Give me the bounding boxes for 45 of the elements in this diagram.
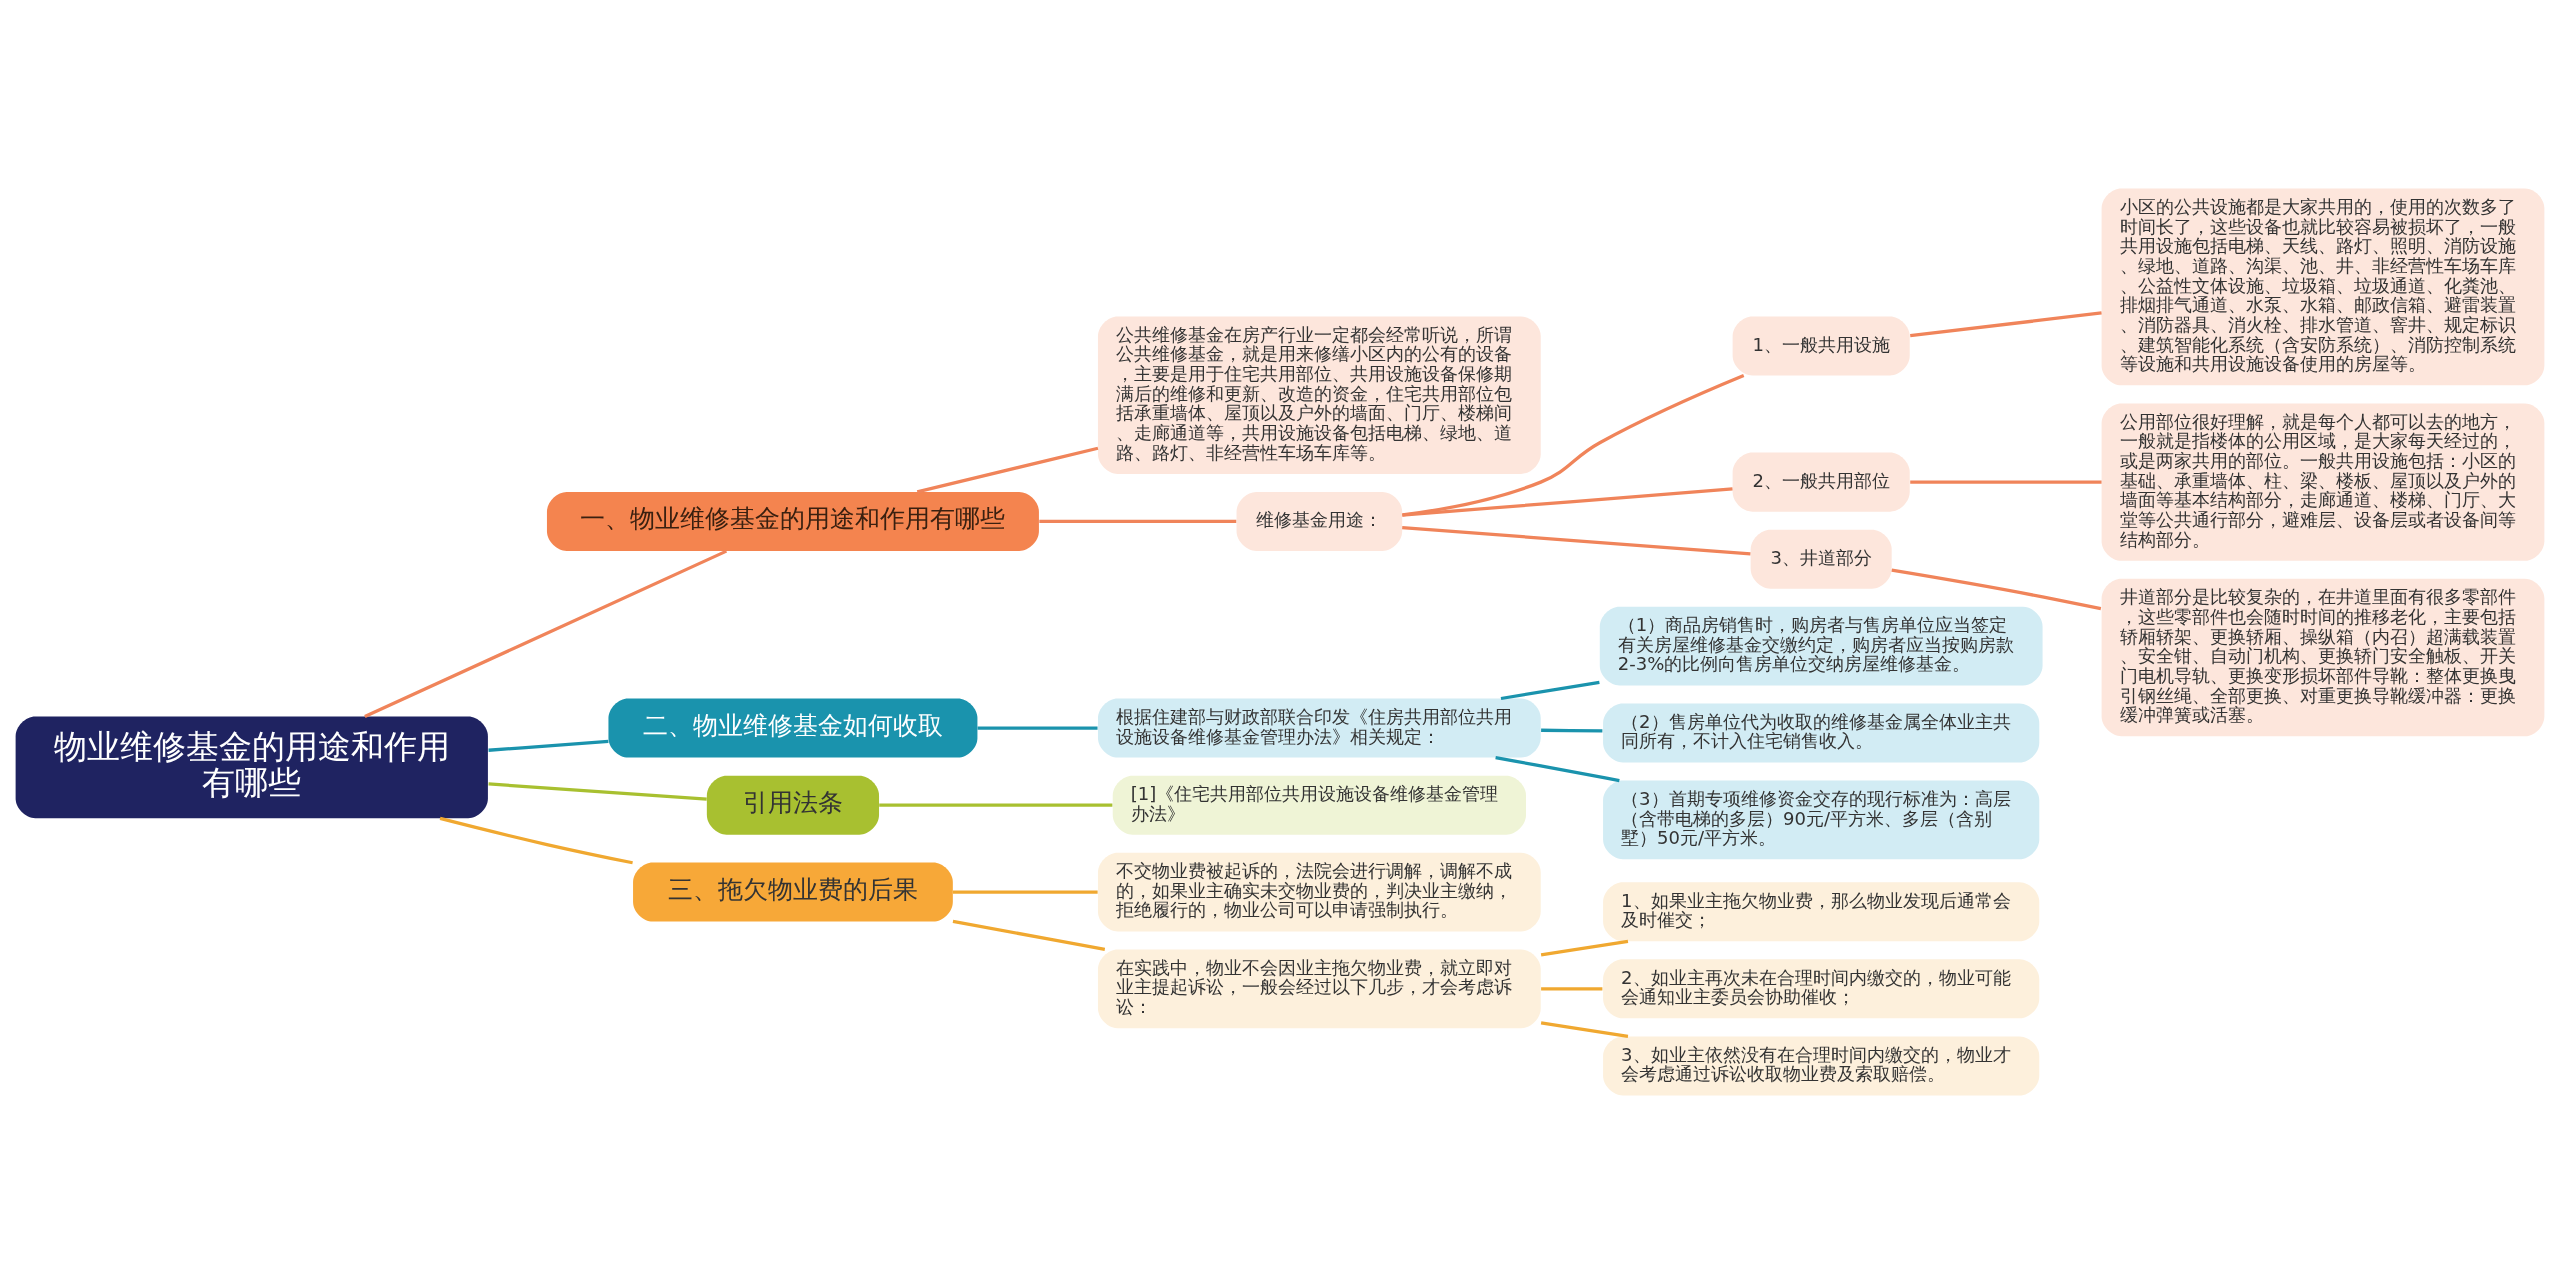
node-box: 引用法条 [706,775,880,835]
connector [1910,311,2102,338]
connector [1495,756,1620,783]
node-box: 不交物业费被起诉的，法院会进行调解，调解不成的，如果业主确实未交物业费的，判决业主缴纳，拒绝履行的，物业公司可以申请强制执行。 [1097,852,1541,932]
node-box: 公共维修基金在房产行业一定都会经常听说，所谓公共维修基金，就是用来修缮小区内的公有的设备，主要是用于住宅共用部位、共用设施设备保修期满后的维修和更新、改造的资金，住宅共用部位包括承重墙体、屋顶以及户外的墙面、门厅、楼梯间、走廊通道等，共用设施设备包括电梯、绿地、道路、路灯、非经营性车场车库等。 [1097,316,1541,474]
connector [1541,728,1603,733]
node-box: 3、如业主依然没有在合理时间内缴交的，物业才会考虑通过诉讼收取物业费及索取赔偿。 [1603,1036,2040,1096]
node-box: 物业维修基金的用途和作用有哪些 [15,716,488,819]
node-box: （3）首期专项维修资金交存的现行标准为：高层（含带电梯的多层）90元/平方米、多层（含别墅）50元/平方米。 [1603,780,2040,860]
node-box: 一、物业维修基金的用途和作用有哪些 [546,491,1039,551]
connector [1402,487,1733,517]
node-box: 2、如业主再次未在合理时间内缴交的，物业可能会通知业主委员会协助催收； [1603,959,2040,1019]
connector [1891,568,2102,611]
connector [1540,939,1629,957]
connector [879,803,1113,807]
node-box: 1、一般共用设施 [1732,316,1910,376]
connector [952,919,1106,952]
connector [1910,480,2102,484]
node-box: 维修基金用途： [1236,491,1403,551]
connector [1500,680,1600,701]
node-box: 2、一般共用部位 [1732,452,1910,512]
node-box: （2）售房单位代为收取的维修基金属全体业主共同所有，不计入住宅销售收入。 [1603,703,2040,763]
connector [1402,374,1745,517]
node-box: 二、物业维修基金如何收取 [608,698,978,758]
node-box: 3、井道部分 [1750,529,1892,589]
node-box: （1）商品房销售时，购房者与售房单位应当签定有关房屋维修基金交缴约定，购房者应当按购房款2-3%的比例向售房单位交纳房屋维修基金。 [1599,606,2043,686]
connector [1540,1021,1629,1038]
node-box: 三、拖欠物业费的后果 [633,862,953,922]
node-box: 根据住建部与财政部联合印发《住房共用部位共用设施设备维修基金管理办法》相关规定： [1097,698,1541,758]
node-box: 公用部位很好理解，就是每个人都可以去的地方，一般就是指楼体的公用区域，是大家每天经过的，或是两家共用的部位。一般共用设施包括：小区的基础、承重墙体、柱、梁、楼板、屋顶以及户外的墙面等基本结构部分，走廊通道、楼梯、门厅、大堂等公共通行部分，避难层、设备层或者设备间等结构部分。 [2101,403,2545,561]
node-box: 小区的公共设施都是大家共用的，使用的次数多了时间长了，这些设备也就比较容易被损坏了，一般共用设施包括电梯、天线、路灯、照明、消防设施、绿地、道路、沟渠、池、井、非经营性车场车库、公益性文体设施、垃圾箱、垃圾通道、化粪池、排烟排气通道、水泵、水箱、邮政信箱、避雷装置、消防器具、消火栓、排水管道、窨井、规定标识、建筑智能化系统（含安防系统）、消防控制系统等设施和共用设施设备使用的房屋等。 [2101,188,2545,386]
connector [488,782,707,801]
connector [1541,987,1603,991]
node-box: [1]《住宅共用部位共用设施设备维修基金管理办法》 [1112,775,1526,835]
node-box: 1、如果业主拖欠物业费，那么物业发现后通常会及时催交； [1603,882,2040,942]
connector [1039,519,1237,524]
connector [952,890,1098,894]
node-box: 在实践中，物业不会因业主拖欠物业费，就立即对业主提起诉讼，一般会经过以下几步，才会考虑诉讼： [1097,949,1541,1029]
connector [977,726,1098,730]
connector [488,739,609,752]
connector [364,549,728,718]
connector [439,816,633,865]
node-box: 井道部分是比较复杂的，在井道里面有很多零部件，这些零部件也会随时时间的推移老化，主要包括轿厢轿架、更换轿厢、操纵箱（内召）超满载装置、安全钳、自动门机构、更换轿门安全触板、开关门电机导轨、更换变形损坏部件导靴：整体更换曳引钢丝绳、全部更换、对重更换导靴缓冲器：更换缓冲弹簧或活塞。 [2101,578,2545,737]
connector [1402,525,1751,556]
connector [916,446,1099,494]
